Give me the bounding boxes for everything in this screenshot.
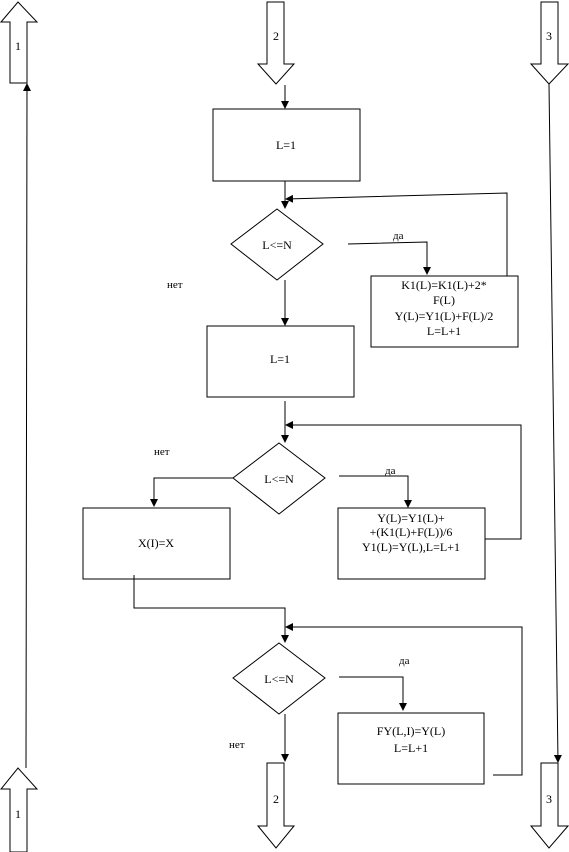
- connector-3-top: 3: [529, 1, 569, 85]
- svg-text:L=L+1: L=L+1: [427, 324, 461, 338]
- svg-text:K1(L)=K1(L)+2*: K1(L)=K1(L)+2*: [401, 278, 487, 292]
- no-label: нет: [154, 446, 170, 458]
- no-label: нет: [167, 279, 183, 291]
- decision-2: L<=N: [232, 442, 326, 515]
- svg-text:+(K1(L)+F(L))/6: +(K1(L)+F(L))/6: [370, 525, 453, 539]
- svg-text:FY(L,I)=Y(L): FY(L,I)=Y(L): [377, 724, 445, 738]
- connector-2-top: 2: [256, 1, 296, 85]
- process-box-init-1: L=1: [212, 108, 361, 182]
- decision-1: L<=N: [230, 208, 324, 281]
- svg-text:L=L+1: L=L+1: [394, 741, 428, 755]
- connector-3-bottom: 3: [529, 762, 569, 849]
- connector-label: 2: [273, 792, 279, 806]
- connector-label: 1: [15, 39, 21, 53]
- svg-text:Y(L)=Y1(L)+F(L)/2: Y(L)=Y1(L)+F(L)/2: [395, 309, 494, 323]
- yes-label: да: [399, 655, 410, 667]
- loop-back-1: [285, 192, 508, 276]
- process-box-exit-2: X(I)=X: [82, 507, 231, 580]
- connector-1-top: 1: [0, 1, 39, 84]
- svg-text:Y(L)=Y1(L)+: Y(L)=Y1(L)+: [377, 511, 445, 525]
- yes-label: да: [393, 230, 404, 242]
- connector-2-bottom: 2: [256, 762, 296, 849]
- svg-text:L<=N: L<=N: [264, 672, 294, 686]
- process-box-loop-2: Y(L)=Y1(L)+ +(K1(L)+F(L))/6 Y1(L)=Y(L),L…: [337, 507, 486, 580]
- loop-back-2: [285, 421, 522, 540]
- svg-text:L=1: L=1: [270, 352, 290, 366]
- yes-branch-2: [339, 475, 412, 508]
- connector-label: 3: [546, 792, 552, 806]
- connector-label: 1: [15, 807, 21, 821]
- svg-text:Y1(L)=Y(L),L=L+1: Y1(L)=Y(L),L=L+1: [362, 540, 460, 554]
- process-box-loop-3: FY(L,I)=Y(L) L=L+1: [337, 712, 485, 785]
- svg-text:L<=N: L<=N: [262, 238, 292, 252]
- process-box-loop-1: K1(L)=K1(L)+2* F(L) Y(L)=Y1(L)+F(L)/2 L=…: [370, 275, 519, 348]
- no-label: нет: [229, 739, 245, 751]
- connector-1-bottom: 1: [0, 767, 39, 852]
- flow-line-1: [22, 83, 31, 769]
- connector-label: 2: [273, 29, 279, 43]
- svg-text:X(I)=X: X(I)=X: [138, 536, 174, 550]
- svg-text:L<=N: L<=N: [264, 472, 294, 486]
- process-box-init-2: L=1: [206, 325, 355, 398]
- yes-branch-3: [339, 676, 407, 711]
- no-branch-2: [150, 477, 233, 507]
- connector-label: 3: [546, 29, 552, 43]
- flow-line-3: [548, 83, 562, 763]
- yes-branch-1: [347, 241, 431, 275]
- yes-label: да: [385, 465, 396, 477]
- svg-text:L=1: L=1: [276, 138, 296, 152]
- decision-3: L<=N: [232, 642, 326, 715]
- svg-text:F(L): F(L): [433, 293, 455, 307]
- flow-arrow: [133, 575, 289, 643]
- loop-back-3: [285, 623, 523, 776]
